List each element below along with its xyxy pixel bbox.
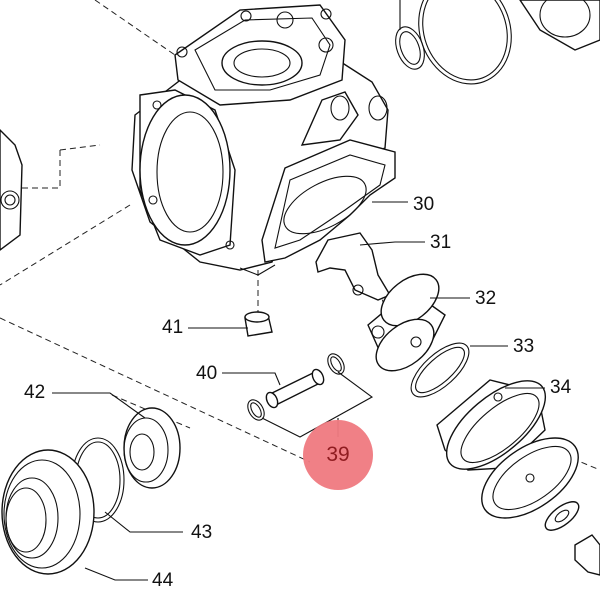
callout-33: 33 xyxy=(513,336,535,357)
callout-31: 31 xyxy=(430,232,452,253)
callout-44: 44 xyxy=(152,570,174,591)
top-right-orings xyxy=(395,0,600,85)
part-40-pin xyxy=(265,368,325,409)
part-41-plug xyxy=(244,311,273,337)
part-42-bearing xyxy=(123,407,181,489)
callout-34: 34 xyxy=(550,377,572,398)
part-32-piston xyxy=(367,273,446,372)
callout-43: 43 xyxy=(191,522,213,543)
part-33-oring xyxy=(410,342,470,398)
callout-40: 40 xyxy=(196,363,218,384)
bottom-right-parts xyxy=(481,437,600,576)
part-44-large-bearing xyxy=(1,449,95,575)
callout-42: 42 xyxy=(24,382,46,403)
callout-41: 41 xyxy=(162,317,184,338)
part-34-liner xyxy=(436,379,547,471)
left-edge-housing-fragment xyxy=(0,129,23,251)
part-39-circlips xyxy=(247,353,345,421)
callout-39-highlight[interactable]: 39 xyxy=(303,420,373,490)
callout-30: 30 xyxy=(413,194,435,215)
part-31-fork xyxy=(315,232,392,301)
pump-housing xyxy=(131,4,396,276)
callout-32: 32 xyxy=(475,288,497,309)
callout-39: 39 xyxy=(326,443,350,466)
